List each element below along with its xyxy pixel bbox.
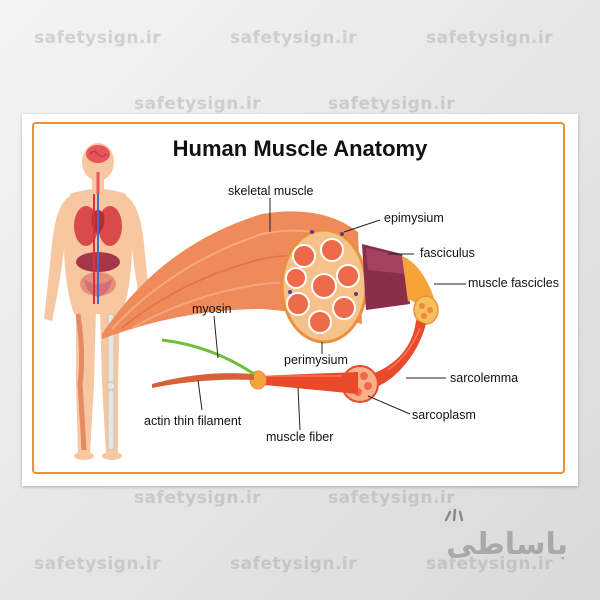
watermark: safetysign.ir xyxy=(134,488,262,508)
watermark: safetysign.ir xyxy=(230,28,358,48)
diagram-title: Human Muscle Anatomy xyxy=(172,136,428,161)
label-myosin: myosin xyxy=(192,302,232,316)
watermark: safetysign.ir xyxy=(230,554,358,574)
actin-filament xyxy=(152,373,254,388)
watermark: safetysign.ir xyxy=(328,94,456,114)
watermark: safetysign.ir xyxy=(426,28,554,48)
diagram-card: Human Muscle Anatomy skeletal muscle epi… xyxy=(22,114,578,486)
anatomy-illustration xyxy=(44,143,466,460)
watermark: safetysign.ir xyxy=(134,94,262,114)
leader-lines xyxy=(197,198,466,431)
watermark: safetysign.ir xyxy=(328,488,456,508)
myosin-filament xyxy=(161,338,255,376)
brand-logo: باساطی xyxy=(446,527,568,562)
brand-spark-icon xyxy=(444,508,464,522)
label-sarcoplasm: sarcoplasm xyxy=(412,408,476,422)
label-muscle-fascicles: muscle fascicles xyxy=(468,276,559,290)
watermark: safetysign.ir xyxy=(426,554,554,574)
muscle-fascicles-bundle xyxy=(402,256,439,325)
label-perimysium: perimysium xyxy=(284,353,348,367)
label-muscle-fiber: muscle fiber xyxy=(266,430,334,444)
label-actin-thin-filament: actin thin filament xyxy=(144,414,242,428)
label-fasciculus: fasciculus xyxy=(420,246,475,260)
label-epimysium: epimysium xyxy=(384,211,444,225)
diagram-frame xyxy=(32,122,565,474)
label-sarcolemma: sarcolemma xyxy=(450,371,519,385)
watermark: safetysign.ir xyxy=(34,28,162,48)
label-skeletal-muscle: skeletal muscle xyxy=(228,184,314,198)
muscle-cross-section xyxy=(280,228,368,344)
myofibril xyxy=(249,370,358,394)
watermark: safetysign.ir xyxy=(34,554,162,574)
